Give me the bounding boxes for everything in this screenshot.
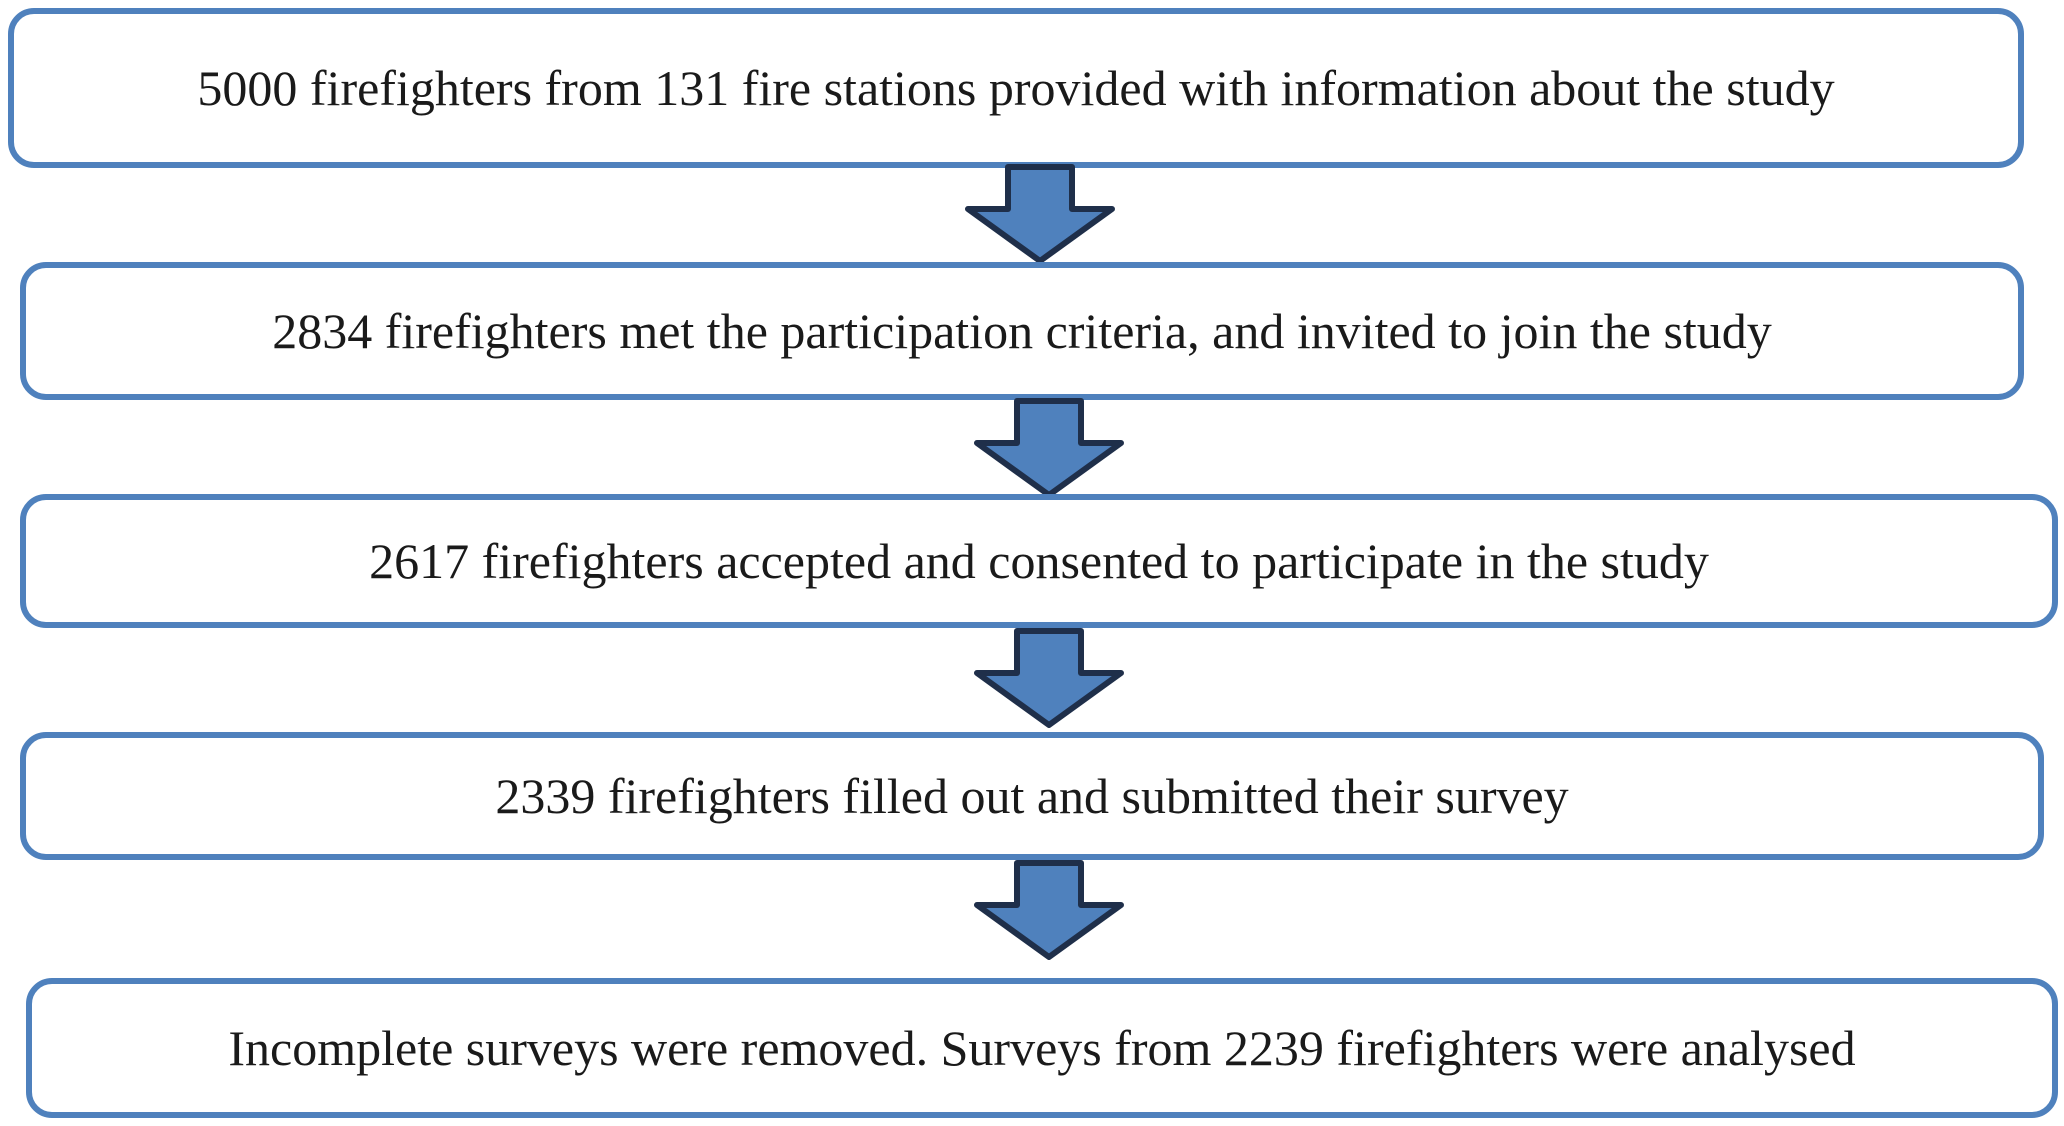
flow-step-3-text: 2617 firefighters accepted and consented… [369, 533, 1709, 589]
flow-step-1: 5000 firefighters from 131 fire stations… [8, 8, 2024, 168]
flow-step-2: 2834 firefighters met the participation … [20, 262, 2024, 400]
flow-step-3: 2617 firefighters accepted and consented… [20, 494, 2058, 628]
down-arrow-icon [974, 860, 1124, 960]
flow-step-5-text: Incomplete surveys were removed. Surveys… [228, 1020, 1856, 1076]
flow-step-2-text: 2834 firefighters met the participation … [272, 303, 1772, 359]
flow-step-4-text: 2339 firefighters filled out and submitt… [495, 768, 1569, 824]
flow-step-4: 2339 firefighters filled out and submitt… [20, 732, 2044, 860]
down-arrow-icon [974, 398, 1124, 498]
down-arrow-icon [974, 628, 1124, 728]
flow-step-5: Incomplete surveys were removed. Surveys… [26, 978, 2058, 1118]
flow-step-1-text: 5000 firefighters from 131 fire stations… [197, 60, 1835, 116]
down-arrow-icon [965, 164, 1115, 264]
